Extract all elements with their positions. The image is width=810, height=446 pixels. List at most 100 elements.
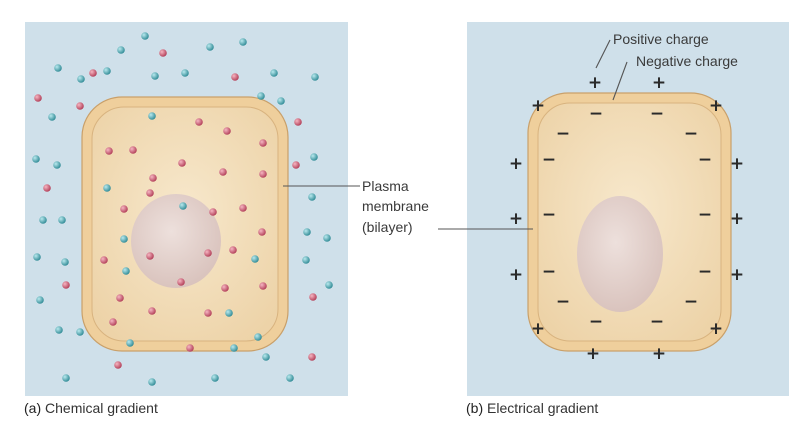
teal-ion — [211, 374, 219, 382]
leader-line-negative-charge — [612, 61, 628, 101]
red-ion — [177, 278, 185, 286]
label-negative-charge: Negative charge — [636, 53, 738, 69]
red-ion — [109, 318, 117, 326]
teal-ion — [48, 113, 56, 121]
teal-ion — [323, 234, 331, 242]
label-plasma-membrane-line3: (bilayer) — [362, 219, 413, 235]
red-ion — [219, 168, 227, 176]
leader-lines — [283, 39, 628, 230]
teal-ion — [303, 228, 311, 236]
ion-particles — [32, 32, 333, 386]
red-ion — [120, 205, 128, 213]
teal-ion — [76, 328, 84, 336]
red-ion — [308, 353, 316, 361]
teal-ion — [179, 202, 187, 210]
teal-ion — [148, 112, 156, 120]
red-ion — [259, 139, 267, 147]
negative-charge-symbol: − — [698, 150, 712, 170]
teal-ion — [103, 67, 111, 75]
red-ion — [292, 161, 300, 169]
negative-charge-symbol: − — [542, 150, 556, 170]
teal-ion — [277, 97, 285, 105]
teal-ion — [308, 193, 316, 201]
teal-ion — [120, 235, 128, 243]
caption-chemical: (a) Chemical gradient — [24, 400, 158, 416]
positive-charge-symbol: + — [509, 154, 523, 174]
negative-charge-symbol: − — [589, 312, 603, 332]
red-ion — [258, 228, 266, 236]
caption-electrical-text: Electrical gradient — [487, 400, 599, 416]
negative-charge-symbol: − — [542, 262, 556, 282]
positive-charge-symbol: + — [652, 73, 666, 93]
red-ion — [114, 361, 122, 369]
teal-ion — [103, 184, 111, 192]
red-ion — [259, 170, 267, 178]
charge-symbols: ++++++++++++++−−−−−−−−−−−−−− — [509, 73, 744, 364]
teal-ion — [225, 309, 233, 317]
teal-ion — [230, 344, 238, 352]
teal-ion — [126, 339, 134, 347]
negative-charge-symbol: − — [542, 205, 556, 225]
label-positive-charge: Positive charge — [613, 31, 709, 47]
red-ion — [186, 344, 194, 352]
teal-ion — [148, 378, 156, 386]
leader-line-positive-charge — [595, 39, 611, 69]
red-ion — [129, 146, 137, 154]
teal-ion — [270, 69, 278, 77]
label-plasma-membrane-line1: Plasma — [362, 178, 409, 194]
teal-ion — [33, 253, 41, 261]
panel-electrical: ++++++++++++++−−−−−−−−−−−−−− — [467, 22, 789, 396]
teal-ion — [39, 216, 47, 224]
teal-ion — [311, 73, 319, 81]
positive-charge-symbol: + — [531, 319, 545, 339]
teal-ion — [181, 69, 189, 77]
red-ion — [159, 49, 167, 57]
red-ion — [221, 284, 229, 292]
red-ion — [100, 256, 108, 264]
teal-ion — [151, 72, 159, 80]
teal-ion — [61, 258, 69, 266]
red-ion — [231, 73, 239, 81]
panel-chemical — [25, 22, 348, 396]
cell-electrical-nucleus — [577, 196, 663, 312]
teal-ion — [141, 32, 149, 40]
teal-ion — [32, 155, 40, 163]
red-ion — [146, 189, 154, 197]
caption-chemical-text: Chemical gradient — [45, 400, 158, 416]
red-ion — [76, 102, 84, 110]
red-ion — [34, 94, 42, 102]
red-ion — [294, 118, 302, 126]
teal-ion — [58, 216, 66, 224]
positive-charge-symbol: + — [709, 96, 723, 116]
red-ion — [229, 246, 237, 254]
red-ion — [116, 294, 124, 302]
positive-charge-symbol: + — [709, 319, 723, 339]
negative-charge-symbol: − — [556, 292, 570, 312]
positive-charge-symbol: + — [730, 265, 744, 285]
negative-charge-symbol: − — [684, 124, 698, 144]
negative-charge-symbol: − — [650, 104, 664, 124]
teal-ion — [262, 353, 270, 361]
red-ion — [149, 174, 157, 182]
caption-electrical-letter: (b) — [466, 400, 484, 416]
teal-ion — [302, 256, 310, 264]
negative-charge-symbol: − — [684, 292, 698, 312]
teal-ion — [239, 38, 247, 46]
teal-ion — [325, 281, 333, 289]
red-ion — [204, 249, 212, 257]
negative-charge-symbol: − — [650, 312, 664, 332]
negative-charge-symbol: − — [698, 262, 712, 282]
teal-ion — [55, 326, 63, 334]
teal-ion — [257, 92, 265, 100]
red-ion — [62, 281, 70, 289]
teal-ion — [53, 161, 61, 169]
teal-ion — [77, 75, 85, 83]
teal-ion — [286, 374, 294, 382]
red-ion — [89, 69, 97, 77]
red-ion — [43, 184, 51, 192]
teal-ion — [54, 64, 62, 72]
positive-charge-symbol: + — [509, 209, 523, 229]
positive-charge-symbol: + — [531, 96, 545, 116]
red-ion — [105, 147, 113, 155]
